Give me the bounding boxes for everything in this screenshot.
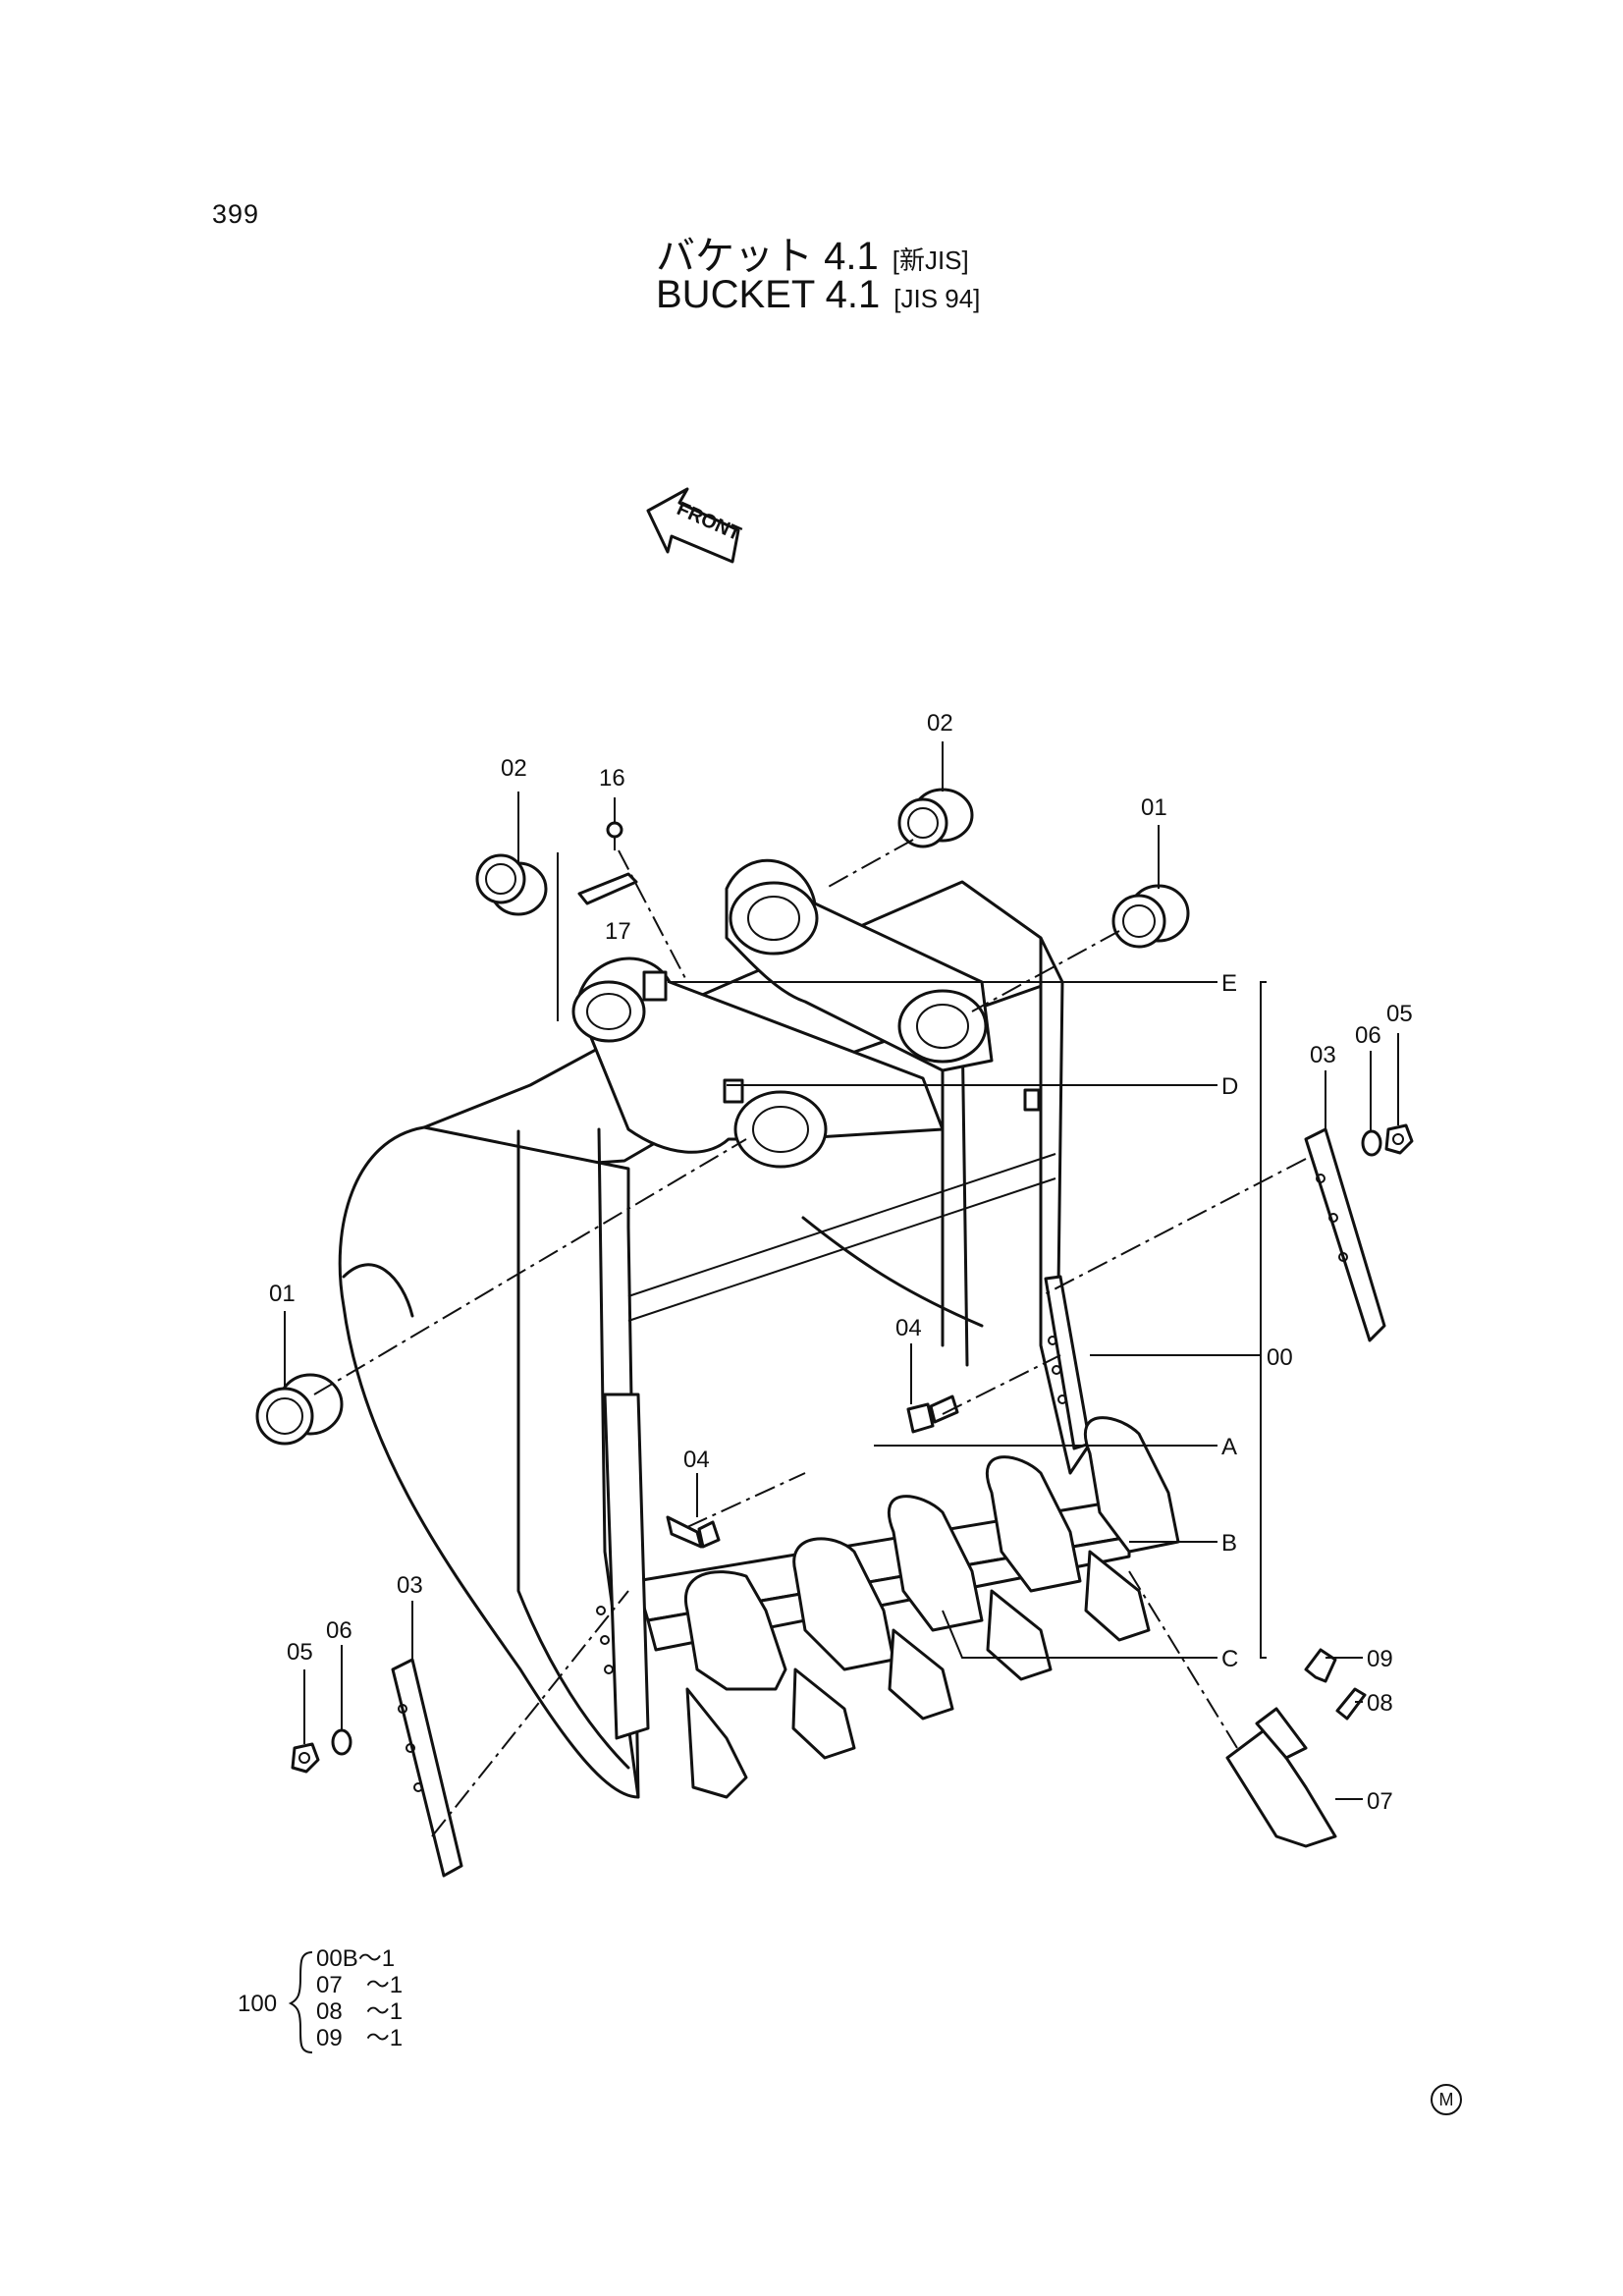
kit-item-1: 00B～1 [316, 1945, 395, 1972]
kit-item-3: 08 ～1 [316, 1998, 403, 2025]
title-english-tag: [JIS 94] [893, 284, 981, 313]
boss-brackets [571, 858, 1041, 1169]
title-japanese-tag: [新JIS] [892, 246, 969, 275]
kit-item-2: 07 ～1 [316, 1972, 403, 1998]
side-cutter-03-left [391, 1658, 463, 1878]
washer-06-right [1361, 1129, 1382, 1157]
bolt-04-low [666, 1515, 721, 1549]
leader-lines [284, 741, 1399, 1800]
page-title-japanese: バケット 4.1 [新JIS] [656, 224, 969, 281]
manual-mark-icon: M [1431, 2084, 1462, 2115]
callout-01-top: 01 [1141, 794, 1167, 821]
callout-04-mid: 04 [895, 1315, 922, 1341]
callout-03-left: 03 [397, 1572, 423, 1599]
callout-02-left: 02 [501, 755, 527, 782]
callout-03-right: 03 [1310, 1042, 1336, 1068]
callout-07: 07 [1367, 1788, 1393, 1815]
retainer-09 [1304, 1648, 1337, 1683]
callout-01-left: 01 [269, 1281, 296, 1307]
front-arrow-icon: FRONT [646, 487, 744, 564]
callout-05-left: 05 [287, 1639, 313, 1666]
ref-label-D: D [1221, 1073, 1238, 1100]
callout-16: 16 [599, 765, 625, 792]
callout-17: 17 [605, 918, 631, 945]
nut-05-right [1384, 1123, 1414, 1155]
bushing-02-left [475, 853, 548, 916]
callout-02-top: 02 [927, 710, 953, 737]
bolt-04-mid [906, 1394, 959, 1434]
page-title-english: BUCKET 4.1 [JIS 94] [656, 273, 980, 317]
title-english-text: BUCKET 4.1 [656, 273, 881, 316]
side-cutter-03-right [1304, 1127, 1386, 1342]
callout-08: 08 [1367, 1690, 1393, 1717]
page-number: 399 [212, 199, 260, 229]
callout-labels: 02 16 17 02 01 01 03 06 05 04 04 03 05 0… [269, 710, 1413, 1815]
kit-number: 100 [238, 1991, 277, 2017]
grease-fitting-16 [606, 821, 623, 850]
kit-item-4: 09 ～1 [316, 2025, 403, 2051]
ref-label-C: C [1221, 1646, 1238, 1672]
tooth-point-07 [1225, 1707, 1337, 1848]
callout-05-right: 05 [1386, 1001, 1413, 1027]
bushing-01-left [255, 1373, 344, 1446]
callout-00: 00 [1267, 1344, 1293, 1371]
bucket-teeth [683, 1416, 1180, 1799]
title-japanese-text: バケット 4.1 [656, 235, 879, 278]
lock-pin-08 [1335, 1687, 1367, 1721]
callout-09: 09 [1367, 1646, 1393, 1672]
ref-label-A: A [1221, 1434, 1237, 1460]
kit-notation: 100 00B～1 07 ～1 08 ～1 09 ～1 [238, 1945, 403, 2053]
plate-17 [577, 872, 638, 905]
bushing-01-top [1111, 884, 1190, 949]
callout-06-left: 06 [326, 1617, 352, 1644]
bushing-02-top [897, 788, 974, 848]
ref-label-E: E [1221, 970, 1237, 997]
callout-04-low: 04 [683, 1447, 710, 1473]
nut-05-left [291, 1742, 320, 1774]
ref-label-B: B [1221, 1530, 1237, 1557]
washer-06-left [331, 1728, 352, 1756]
callout-06-right: 06 [1355, 1022, 1381, 1049]
